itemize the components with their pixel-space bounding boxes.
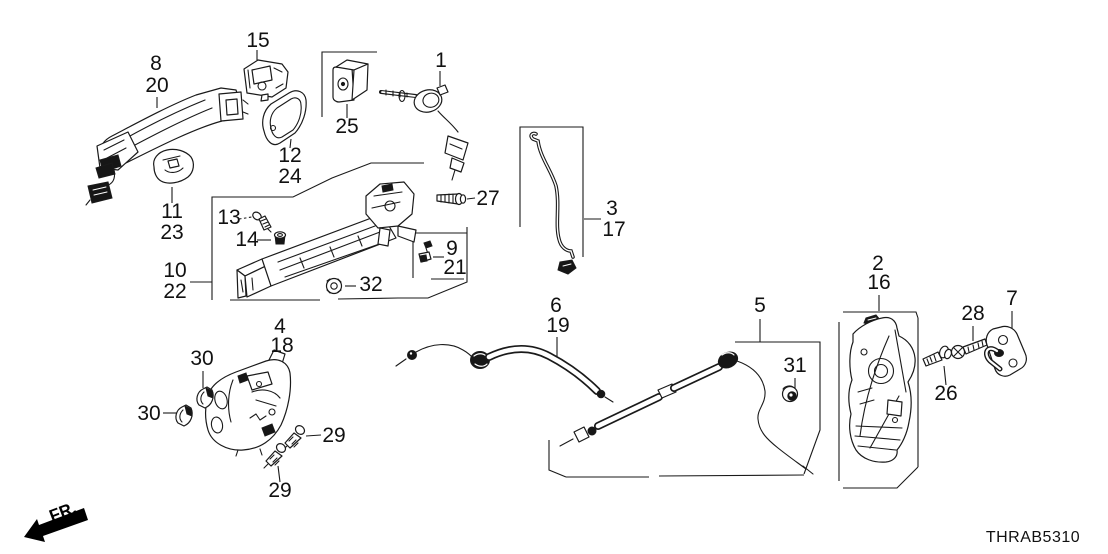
- callout-19: 19: [546, 314, 569, 337]
- callout-18: 18: [270, 334, 293, 357]
- grommet-14-art: [273, 231, 287, 245]
- callout-30-upper: 30: [190, 347, 213, 370]
- callout-22: 22: [163, 280, 186, 303]
- cable-5-art: [559, 351, 814, 475]
- door-latch-art: [848, 314, 916, 463]
- bracket-part-25: [321, 51, 377, 117]
- cable-6-19-art: [395, 344, 614, 403]
- callout-29-bottom: 29: [268, 479, 291, 502]
- callout-8: 8: [150, 52, 162, 75]
- screw-29-bottom-art: [263, 443, 287, 469]
- callout-21: 21: [443, 256, 466, 279]
- callout-7: 7: [1006, 287, 1018, 310]
- leader-26: [943, 365, 947, 386]
- leader-27: [466, 197, 476, 200]
- outer-door-handle-art: [85, 87, 249, 206]
- cylinder-cap-art: [332, 59, 369, 103]
- screw-13-art: [252, 211, 272, 233]
- callout-29-right: 29: [322, 424, 345, 447]
- bolt-27-art: [436, 192, 467, 206]
- callout-9: 9: [446, 237, 458, 260]
- callout-31: 31: [783, 354, 806, 377]
- fr-arrow-icon: [24, 508, 88, 542]
- clip-9-21-art: [418, 240, 433, 263]
- callout-20: 20: [145, 74, 168, 97]
- callout-11: 11: [161, 200, 183, 223]
- lock-rod-art: [529, 131, 577, 275]
- callout-24: 24: [278, 165, 302, 188]
- bracket-part-10-22-bottom: [230, 227, 468, 301]
- callout-2: 2: [872, 252, 884, 275]
- callout-16: 16: [867, 271, 890, 294]
- leader-29-bottom: [277, 465, 281, 483]
- bracket-part-3-17: [519, 126, 584, 257]
- screw-29-right-art: [282, 425, 306, 451]
- leader-29-right: [305, 434, 322, 437]
- nut-32-art: [325, 277, 343, 295]
- callout-14: 14: [235, 228, 259, 251]
- bracket-part-10-22-top: [211, 162, 424, 300]
- leader-12-24: [289, 138, 292, 149]
- callout-13: 13: [217, 206, 240, 229]
- callout-1: 1: [435, 49, 447, 72]
- callout-30-lower: 30: [137, 402, 160, 425]
- callout-4: 4: [274, 315, 286, 338]
- callout-23: 23: [160, 221, 183, 244]
- striker-art: [984, 325, 1027, 377]
- inner-case-art: [205, 349, 292, 457]
- handle-gasket-art: [262, 90, 307, 146]
- lock-cylinder-art: [379, 84, 469, 181]
- callout-26: 26: [934, 382, 957, 405]
- callout-32: 32: [359, 273, 382, 296]
- callout-10: 10: [163, 259, 186, 282]
- callout-17: 17: [602, 218, 625, 241]
- handle-seal-art: [153, 148, 194, 184]
- callout-12: 12: [278, 144, 301, 167]
- callout-5: 5: [754, 294, 766, 317]
- bracket-part-5: [548, 341, 821, 478]
- bracket-part-2-16: [838, 311, 919, 489]
- grommet-31-art: [781, 385, 799, 403]
- callout-28: 28: [961, 302, 984, 325]
- handle-cover-art: [243, 59, 289, 102]
- clip-30-lower-art: [175, 404, 193, 427]
- callout-labels: 8 20 15 1 25 12 24 11 23 13 14 10 22 27 …: [137, 29, 1018, 502]
- diagram-code: THRAB5310: [986, 529, 1080, 546]
- clip-30-upper-art: [196, 386, 214, 409]
- fr-direction: FR.: [24, 498, 88, 542]
- callout-15: 15: [246, 29, 269, 52]
- callout-25: 25: [335, 115, 358, 138]
- handle-base-art: [236, 181, 417, 299]
- leader-13: [238, 216, 253, 220]
- callout-3: 3: [606, 197, 618, 220]
- screw-28-art: [950, 338, 988, 360]
- callout-6: 6: [550, 294, 562, 317]
- callout-27: 27: [476, 187, 499, 210]
- bolt-26-art: [922, 345, 953, 367]
